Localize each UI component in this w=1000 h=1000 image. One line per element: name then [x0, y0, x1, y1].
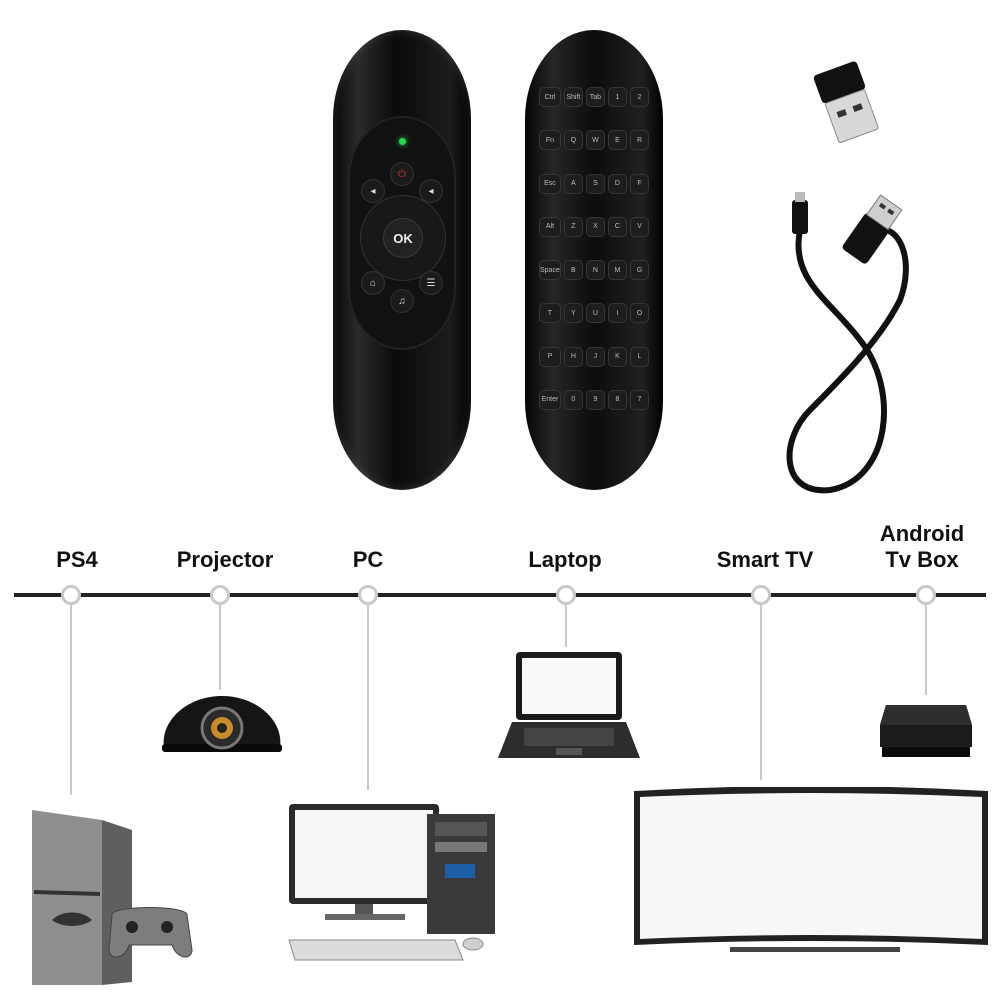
keyboard-key: S: [586, 174, 604, 193]
keyboard-key: 8: [608, 390, 626, 409]
stem-projector: [219, 605, 221, 690]
keyboard-key: 2: [630, 88, 648, 106]
node-android-tv-box: [916, 585, 936, 605]
keyboard-key: R: [630, 131, 648, 150]
ps4-console-icon: [32, 810, 193, 985]
stem-ps4: [70, 605, 72, 795]
keyboard-key: 9: [586, 390, 604, 409]
keyboard-key: G: [630, 261, 648, 279]
keyboard-key: A: [564, 174, 582, 193]
laptop-icon: [498, 652, 640, 758]
keyboard-key: Enter: [540, 390, 560, 409]
label-android-tv-box: Android Tv Box: [879, 521, 965, 572]
node-laptop: [556, 585, 576, 605]
usb-receiver-dongle-icon: [813, 61, 879, 144]
keyboard-key: K: [608, 347, 626, 366]
keyboard-key: Alt: [540, 217, 560, 236]
keyboard-key: M: [608, 261, 626, 279]
keyboard-key: N: [586, 261, 604, 279]
keyboard-key: Y: [564, 304, 582, 323]
mic-button-icon: ♫: [391, 290, 413, 312]
keyboard-key: P: [540, 347, 560, 366]
keyboard-key: T: [540, 304, 560, 323]
back-button-icon: ◂: [362, 180, 384, 202]
keyboard-key: Q: [564, 131, 582, 150]
keyboard-key: F: [630, 174, 648, 193]
keyboard-key: J: [586, 347, 604, 366]
keyboard-key: Fn: [540, 131, 560, 150]
keyboard-key: 7: [630, 390, 648, 409]
keyboard-key: V: [630, 217, 648, 236]
node-ps4: [61, 585, 81, 605]
volume-button-icon: ◂: [420, 180, 442, 202]
android-tv-box-icon: [880, 705, 972, 757]
stem-smart-tv: [760, 605, 762, 780]
keyboard-key: Z: [564, 217, 582, 236]
keyboard-key: 0: [564, 390, 582, 409]
keyboard-key: Space: [540, 261, 560, 279]
smart-tv-icon: [634, 787, 988, 952]
keyboard-key: C: [608, 217, 626, 236]
stem-android-tv-box: [925, 605, 927, 695]
compatibility-timeline: [14, 593, 986, 597]
keyboard-key: Shift: [564, 88, 582, 106]
keyboard-key: Esc: [540, 174, 560, 193]
label-smart-tv: Smart TV: [716, 547, 814, 572]
menu-button-icon: ☰: [420, 272, 442, 294]
keyboard-key: L: [630, 347, 648, 366]
ok-button: OK: [384, 219, 422, 257]
label-laptop: Laptop: [528, 547, 602, 572]
keyboard-key: Tab: [586, 88, 604, 106]
node-projector: [210, 585, 230, 605]
node-pc: [358, 585, 378, 605]
keyboard-key: B: [564, 261, 582, 279]
keyboard-key: E: [608, 131, 626, 150]
label-projector: Projector: [176, 547, 274, 572]
keyboard-key: Ctrl: [540, 88, 560, 106]
keyboard-key: D: [608, 174, 626, 193]
keyboard-key: W: [586, 131, 604, 150]
desktop-pc-icon: [288, 804, 495, 961]
keyboard-key: X: [586, 217, 604, 236]
keyboard-key: I: [608, 304, 626, 323]
power-led-icon: [399, 138, 406, 145]
node-smart-tv: [751, 585, 771, 605]
stem-laptop: [565, 605, 567, 647]
usb-charging-cable-icon: [786, 192, 909, 494]
power-button-icon: ⏻: [391, 163, 413, 185]
label-ps4: PS4: [56, 547, 98, 572]
projector-icon: [162, 696, 282, 752]
keyboard-key: U: [586, 304, 604, 323]
label-pc: PC: [352, 547, 384, 572]
stem-pc: [367, 605, 369, 790]
keyboard-key: H: [564, 347, 582, 366]
home-button-icon: ⌂: [362, 272, 384, 294]
air-mouse-remote-keyboard-side: [525, 30, 663, 490]
keyboard-key: 1: [608, 88, 626, 106]
keyboard-key: O: [630, 304, 648, 323]
